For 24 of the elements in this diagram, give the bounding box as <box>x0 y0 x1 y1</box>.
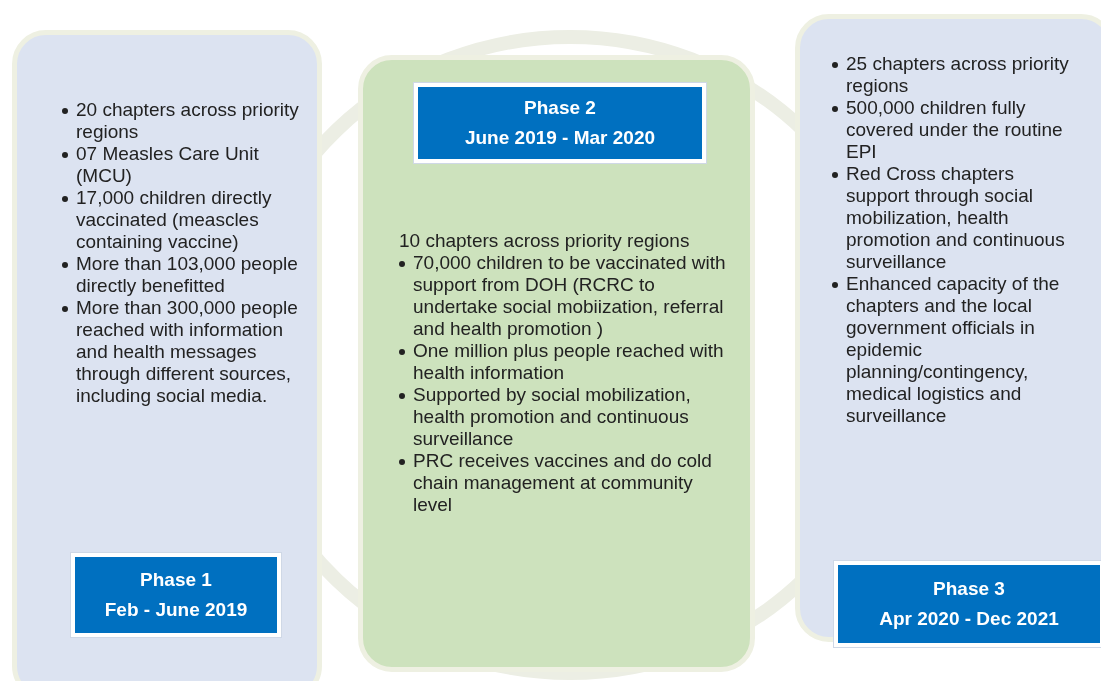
phase-badge <box>71 553 281 637</box>
phase-title: Phase 1 <box>139 569 213 591</box>
bullet-text: Supported by social mobilization, health promotion and continuous surveillance <box>413 384 691 449</box>
bullet-text: 70,000 children to be vaccinated with support from DOH (RCRC to undertake social mobiization, referral and health promotion ) <box>413 252 726 339</box>
phase-panel <box>358 55 755 672</box>
bullet-text: More than 103,000 people directly benefitted <box>76 253 298 296</box>
bullet-text: Red Cross chapters support through social mobilization, health promotion and continuous surveillance <box>846 163 1065 272</box>
bullet-text: Enhanced capacity of the chapters and the local government officials in epidemic planning/contingency, medical logistics and surveillance <box>846 273 1060 426</box>
phase-title: Phase 3 <box>932 578 1006 600</box>
date-range: Feb - June 2019 <box>103 599 249 621</box>
bullet-text: 25 chapters across priority regions <box>846 53 1069 96</box>
date-range: Apr 2020 - Dec 2021 <box>878 608 1060 630</box>
bullet-text: 20 chapters across priority regions <box>76 99 299 142</box>
bullet-text: 500,000 children fully covered under the routine EPI <box>846 97 1063 162</box>
bullet-text: 07 Measles Care Unit (MCU) <box>76 143 259 186</box>
phase-title: Phase 2 <box>523 97 597 119</box>
phase-badge <box>414 83 706 163</box>
date-range: June 2019 - Mar 2020 <box>463 127 657 149</box>
intro-text: 10 chapters across priority regions <box>399 230 690 251</box>
bullet-text: More than 300,000 people reached with information and health messages through different sources, including social media. <box>76 297 298 406</box>
phase-panel <box>12 30 322 681</box>
bullet-text: One million plus people reached with health information <box>413 340 724 383</box>
bullet-text: 17,000 children directly vaccinated (meascles containing vaccine) <box>76 187 272 252</box>
bullet-text: PRC receives vaccines and do cold chain management at community level <box>413 450 712 515</box>
